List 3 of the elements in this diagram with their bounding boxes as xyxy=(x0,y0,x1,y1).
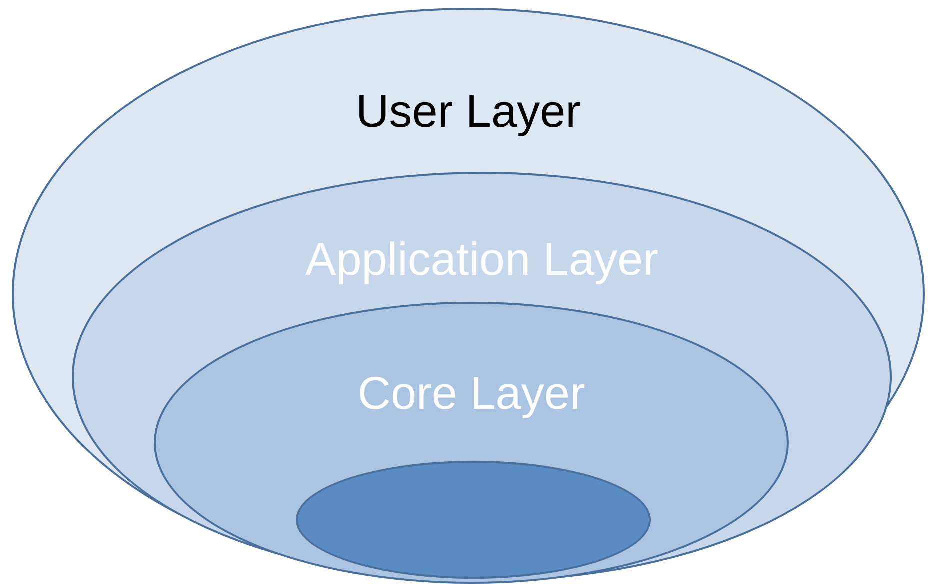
layer-label: User Layer xyxy=(356,88,581,134)
layer-label: Application Layer xyxy=(306,236,658,282)
layer-label: Core Layer xyxy=(358,370,586,416)
